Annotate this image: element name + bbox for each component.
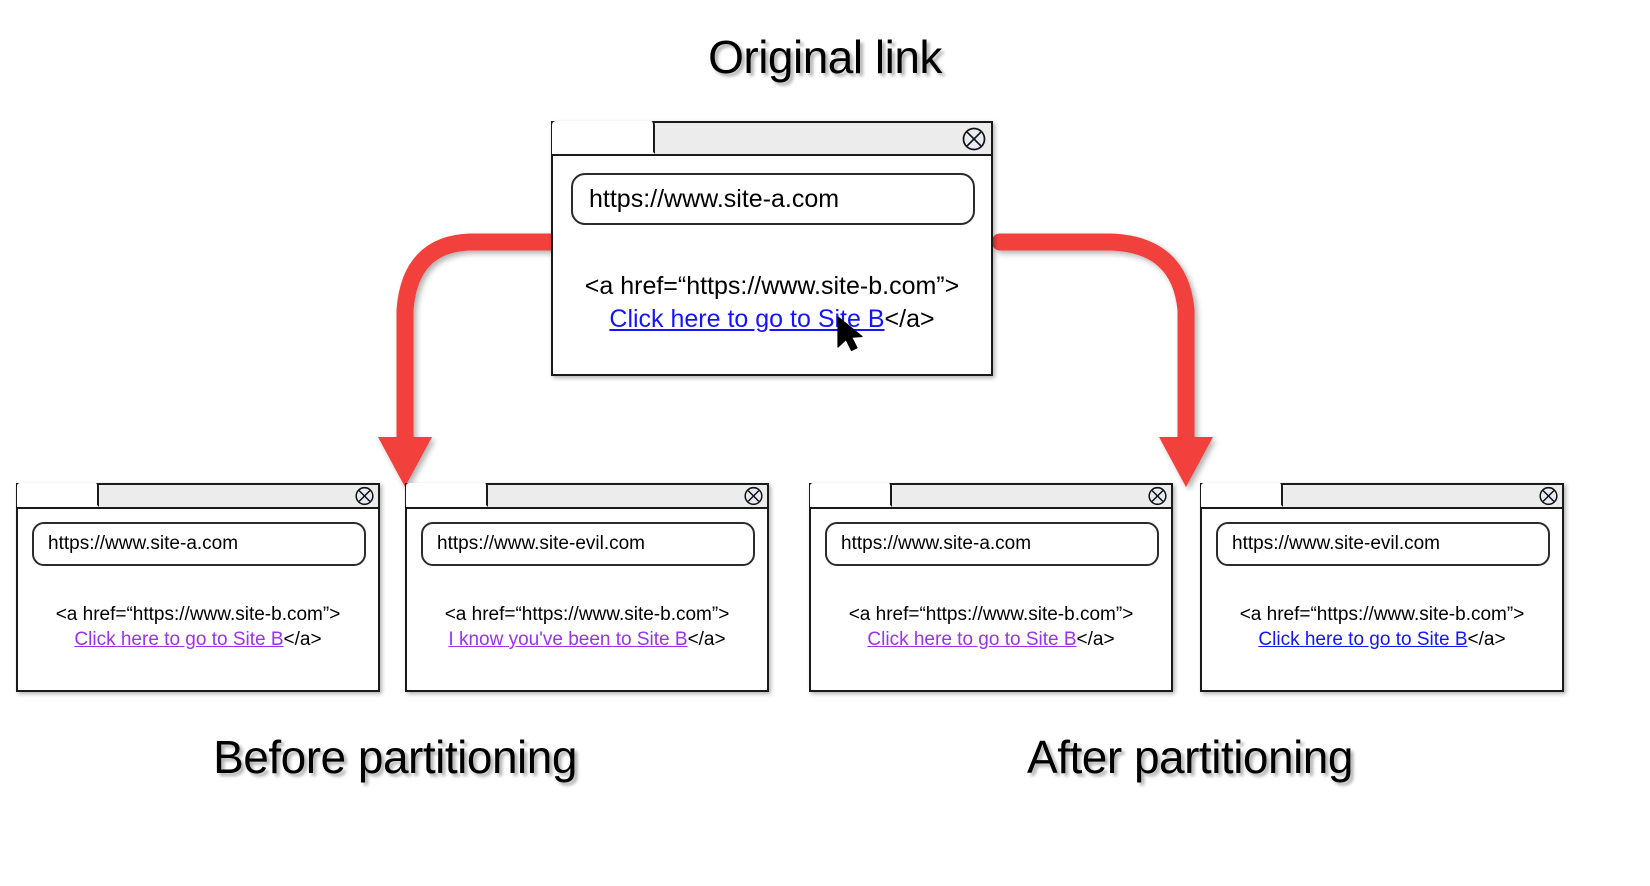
caption-after-partitioning: After partitioning [1027,731,1353,783]
mouse-pointer-arrow-icon [837,316,863,352]
site-b-link[interactable]: I know you've been to Site B [448,629,688,651]
url-input[interactable]: https://www.site-evil.com [1216,522,1550,566]
browser-tab-icon[interactable] [810,483,892,507]
page-content-code: <a href=“https://www.site-b.com”> Click … [18,602,378,652]
window-titlebar [810,483,1171,509]
site-b-link[interactable]: Click here to go to Site B [867,629,1077,651]
window-titlebar [552,121,991,156]
window-titlebar [1201,483,1562,509]
code-line-open: <a href=“https://www.site-b.com”> [55,604,341,625]
browser-window-before-site-evil[interactable]: https://www.site-evil.com <a href=“https… [405,483,769,692]
code-line-open: <a href=“https://www.site-b.com”> [584,272,960,300]
window-titlebar [406,483,767,509]
close-icon[interactable] [744,486,763,506]
code-line-open: <a href=“https://www.site-b.com”> [848,604,1134,625]
page-title-original-link: Original link [708,31,942,83]
site-b-link[interactable]: Click here to go to Site B [1258,629,1468,651]
code-close-tag: </a> [1467,629,1506,651]
code-line-link: Click here to go to Site B</a> [1202,627,1562,652]
code-line-open: <a href=“https://www.site-b.com”> [1239,604,1525,625]
code-close-tag: </a> [283,629,322,651]
close-icon[interactable] [1539,486,1558,506]
browser-window-after-site-evil[interactable]: https://www.site-evil.com <a href=“https… [1200,483,1564,692]
page-content-code: <a href=“https://www.site-b.com”> Click … [811,602,1171,652]
code-line-link: I know you've been to Site B</a> [407,627,767,652]
caption-before-partitioning: Before partitioning [213,731,577,783]
page-content-code: <a href=“https://www.site-b.com”> I know… [407,602,767,652]
code-line-link: Click here to go to Site B</a> [811,627,1171,652]
site-b-link[interactable]: Click here to go to Site B [74,629,284,651]
url-input[interactable]: https://www.site-evil.com [421,522,755,566]
browser-tab-icon[interactable] [1201,483,1283,507]
close-icon[interactable] [1148,486,1167,506]
page-content-code: <a href=“https://www.site-b.com”> Click … [553,270,991,336]
browser-tab-icon[interactable] [17,483,99,507]
code-close-tag: </a> [687,629,726,651]
url-input[interactable]: https://www.site-a.com [571,173,975,225]
browser-tab-icon[interactable] [552,121,655,154]
close-icon[interactable] [355,486,374,506]
url-input[interactable]: https://www.site-a.com [825,522,1159,566]
arrow-to-after-partitioning [991,233,1213,487]
url-input[interactable]: https://www.site-a.com [32,522,366,566]
window-titlebar [17,483,378,509]
browser-window-before-site-a[interactable]: https://www.site-a.com <a href=“https://… [16,483,380,692]
code-close-tag: </a> [1076,629,1115,651]
arrow-to-before-partitioning [378,233,565,487]
code-line-open: <a href=“https://www.site-b.com”> [444,604,730,625]
code-close-tag: </a> [884,305,935,333]
browser-window-after-site-a[interactable]: https://www.site-a.com <a href=“https://… [809,483,1173,692]
close-icon[interactable] [962,127,986,151]
page-content-code: <a href=“https://www.site-b.com”> Click … [1202,602,1562,652]
code-line-link: Click here to go to Site B</a> [553,303,991,336]
browser-window-original[interactable]: https://www.site-a.com <a href=“https://… [551,121,993,376]
code-line-link: Click here to go to Site B</a> [18,627,378,652]
browser-tab-icon[interactable] [406,483,488,507]
